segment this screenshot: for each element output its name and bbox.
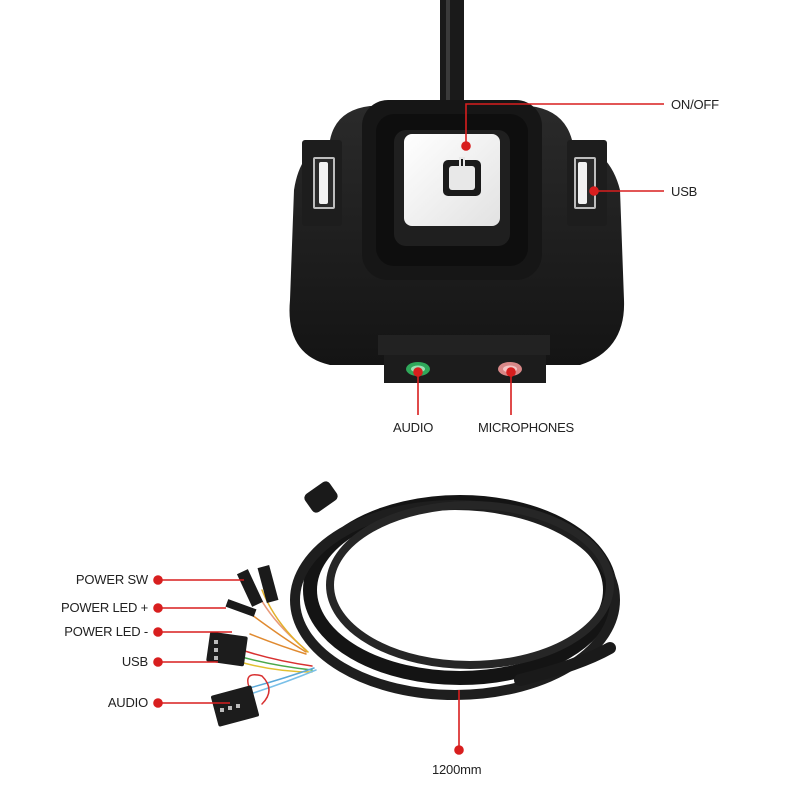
usb-port-right[interactable] <box>574 157 596 209</box>
microphone-jack-label: MICROPHONES <box>478 420 575 435</box>
usb-header-label: USB <box>121 654 148 669</box>
cable-length-label: 1200mm <box>432 762 482 777</box>
on-off-label: ON/OFF <box>671 97 719 112</box>
power-led-plus-connector <box>225 599 257 617</box>
power-led-plus-label: POWER LED + <box>60 600 148 615</box>
reset-sw-connector <box>257 565 279 603</box>
audio-header-connector[interactable] <box>211 685 260 727</box>
cable-callout-lines <box>153 575 464 755</box>
usb-port-left[interactable] <box>313 157 335 209</box>
audio-header-label: AUDIO <box>107 695 148 710</box>
power-icon <box>443 157 481 196</box>
device-cable <box>440 0 464 100</box>
usb-port-label: USB <box>671 184 698 199</box>
power-switch-device <box>289 100 625 383</box>
power-sw-label: POWER SW <box>75 572 148 587</box>
power-led-minus-label: POWER LED - <box>64 624 148 639</box>
power-sw-connector <box>236 569 264 607</box>
header-cable <box>235 481 620 705</box>
device-callout-lines <box>413 103 664 415</box>
usb-header-connector[interactable] <box>206 631 248 667</box>
audio-jack-label: AUDIO <box>393 420 434 435</box>
